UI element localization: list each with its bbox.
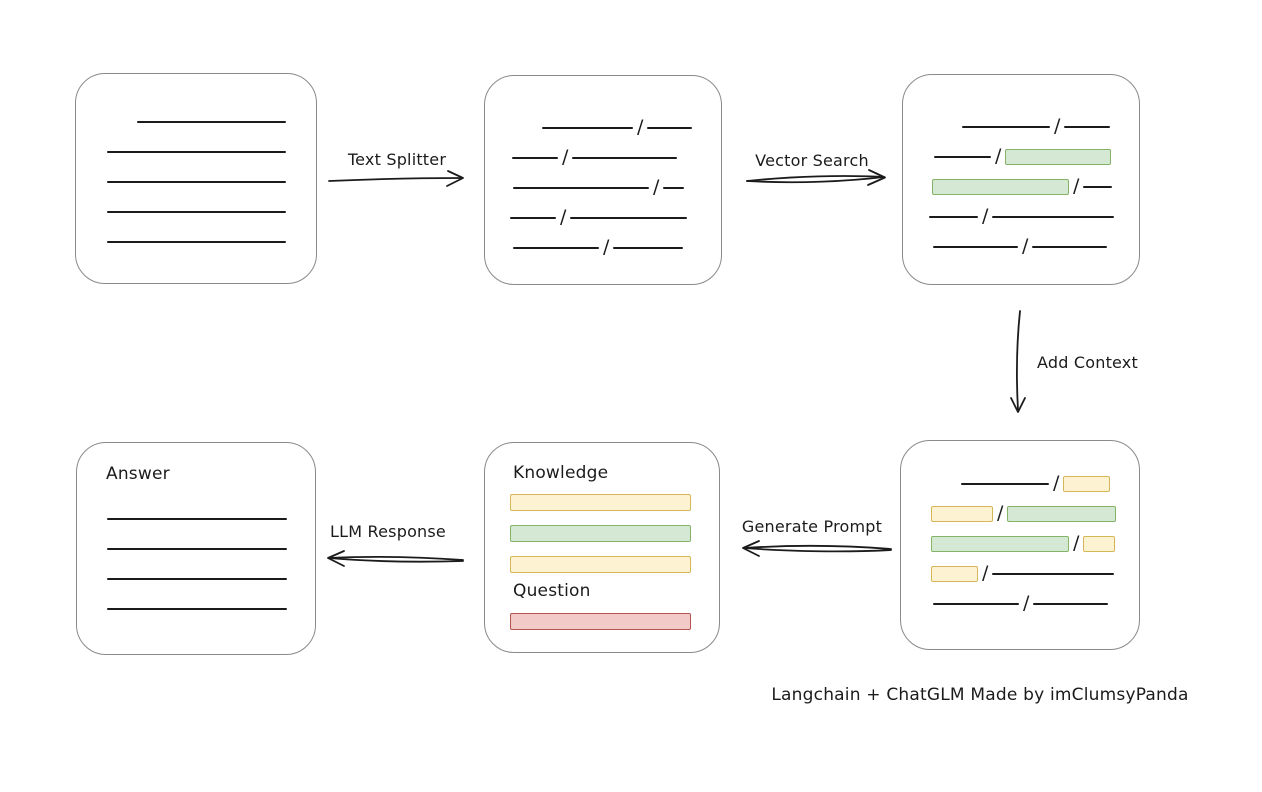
text-line — [137, 121, 286, 123]
green-chunk-chip — [1007, 506, 1117, 522]
text-line — [107, 578, 287, 580]
slash-separator: / — [982, 561, 989, 584]
text-line — [613, 247, 684, 249]
yellow-chunk-chip — [931, 566, 978, 582]
slash-separator: / — [560, 205, 567, 228]
text-line — [992, 216, 1115, 218]
text-line — [542, 127, 633, 129]
text-line — [107, 518, 287, 520]
arrow-head — [446, 170, 464, 187]
yellow-chunk-chip — [1083, 536, 1116, 552]
green-bar — [510, 525, 691, 542]
text-line — [1032, 246, 1108, 248]
question-bars — [510, 613, 691, 630]
chunk-rows: / / / / / — [485, 113, 721, 263]
document-lines — [76, 107, 316, 257]
arrow-label: Generate Prompt — [742, 517, 882, 536]
text-line — [107, 548, 287, 550]
arrow-line — [328, 557, 464, 563]
slash-separator: / — [1073, 531, 1080, 554]
arrow-text-splitter: Text Splitter — [328, 150, 464, 187]
context-chunk-rows: / / / / / — [901, 469, 1139, 619]
arrow-line — [743, 547, 892, 553]
answer-box: Answer — [76, 442, 316, 655]
arrow-line — [328, 556, 464, 561]
text-line — [962, 126, 1050, 128]
green-chunk-chip — [1005, 149, 1112, 165]
red-bar — [510, 613, 691, 630]
arrow-line — [746, 175, 885, 182]
text-line — [513, 247, 599, 249]
context-chunks-box: / / / / / — [900, 440, 1140, 650]
text-line — [107, 181, 286, 183]
arrow-vector-search: Vector Search — [746, 151, 886, 186]
text-line — [1064, 126, 1111, 128]
slash-separator: / — [997, 501, 1004, 524]
arrow-line — [1015, 310, 1021, 411]
vector-search-results-box: / / / / / — [902, 74, 1140, 285]
text-line — [510, 217, 556, 219]
text-line — [107, 151, 286, 153]
slash-separator: / — [1054, 114, 1061, 137]
slash-separator: / — [562, 145, 569, 168]
arrow-add-context: Add Context — [1010, 310, 1138, 413]
prompt-box: Knowledge Question — [484, 442, 720, 653]
yellow-chunk-chip — [1063, 476, 1111, 492]
text-chunks-box: / / / / / — [484, 75, 722, 285]
slash-separator: / — [1022, 234, 1029, 257]
arrow-label: Text Splitter — [347, 150, 446, 169]
diagram-caption: Langchain + ChatGLM Made by imClumsyPand… — [771, 685, 1189, 705]
slash-separator: / — [1073, 174, 1080, 197]
text-line — [663, 187, 685, 189]
text-line — [933, 603, 1019, 605]
answer-lines — [77, 504, 315, 624]
text-line — [107, 211, 286, 213]
text-line — [647, 127, 693, 129]
slash-separator: / — [1023, 591, 1030, 614]
source-document-box — [75, 73, 317, 284]
text-line — [572, 157, 678, 159]
green-chunk-chip — [932, 179, 1069, 195]
text-line — [1033, 603, 1109, 605]
text-line — [513, 187, 649, 189]
knowledge-bars — [510, 494, 691, 573]
answer-label: Answer — [106, 464, 170, 484]
text-line — [107, 241, 286, 243]
text-line — [961, 483, 1049, 485]
slash-separator: / — [982, 204, 989, 227]
arrow-line — [746, 176, 885, 184]
arrow-head — [742, 540, 760, 557]
arrow-line — [743, 544, 892, 550]
slash-separator: / — [603, 235, 610, 258]
yellow-bar — [510, 494, 691, 511]
yellow-bar — [510, 556, 691, 573]
arrow-head — [867, 169, 886, 186]
matched-chunk-rows: / / / / / — [903, 112, 1139, 262]
question-label: Question — [513, 581, 591, 601]
arrow-head — [1010, 397, 1026, 413]
knowledge-label: Knowledge — [513, 463, 609, 483]
slash-separator: / — [1053, 471, 1060, 494]
arrow-label: Add Context — [1037, 353, 1138, 372]
arrow-head — [327, 550, 345, 567]
slash-separator: / — [995, 144, 1002, 167]
yellow-chunk-chip — [931, 506, 993, 522]
slash-separator: / — [653, 175, 660, 198]
arrow-llm-response: LLM Response — [327, 522, 464, 567]
arrow-generate-prompt: Generate Prompt — [742, 517, 892, 557]
text-line — [1083, 186, 1113, 188]
text-line — [929, 216, 978, 218]
green-chunk-chip — [931, 536, 1069, 552]
text-line — [992, 573, 1115, 575]
arrow-line — [328, 177, 463, 182]
text-line — [934, 156, 991, 158]
slash-separator: / — [637, 115, 644, 138]
text-line — [570, 217, 688, 219]
text-line — [512, 157, 558, 159]
text-line — [933, 246, 1018, 248]
arrow-label: LLM Response — [330, 522, 446, 541]
arrow-label: Vector Search — [755, 151, 869, 170]
text-line — [107, 608, 287, 610]
